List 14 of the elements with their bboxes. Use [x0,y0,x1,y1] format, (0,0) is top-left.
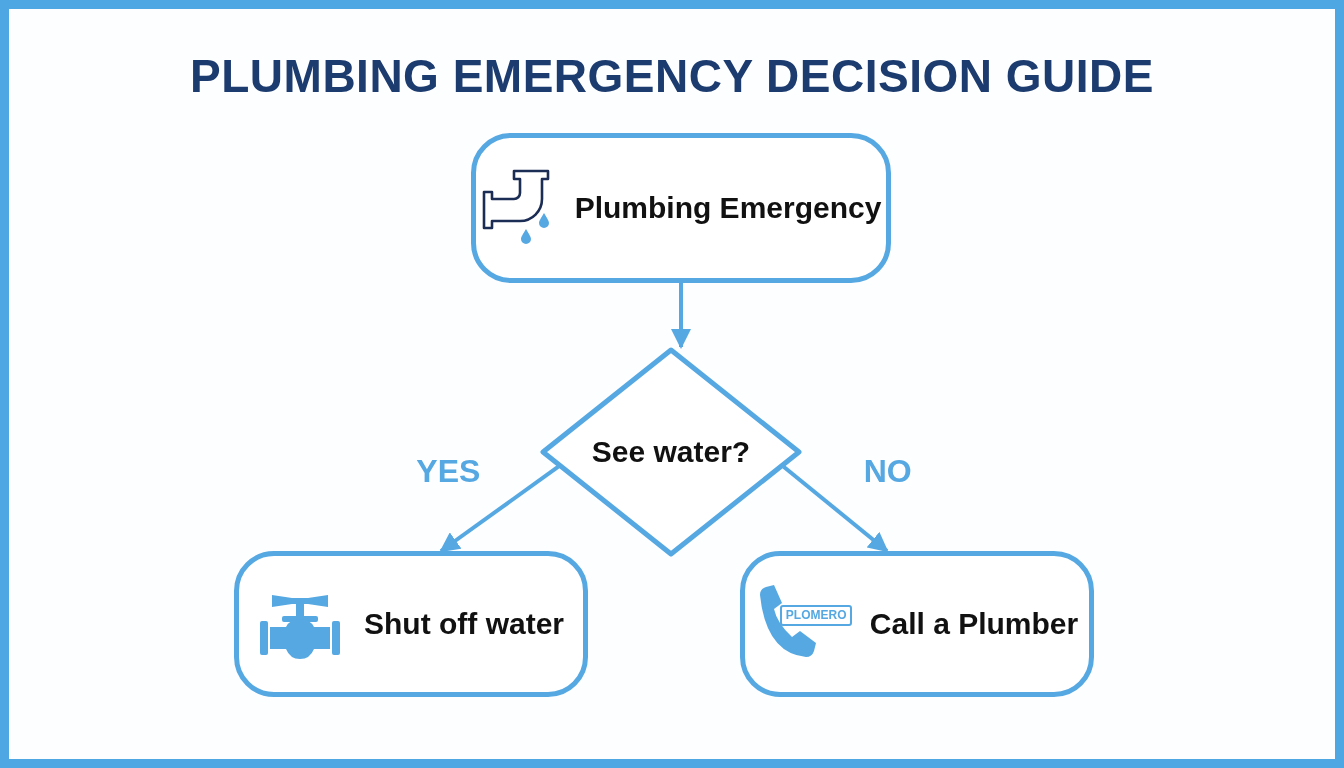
node-label: Call a Plumber [869,607,1079,641]
arrow [782,465,889,553]
process-box [740,551,1094,697]
process-box [234,551,588,697]
edge-label: YES [416,452,481,490]
node-label: Shut off water [364,607,564,641]
arrow [439,465,560,553]
node-label: See water? [591,435,751,469]
arrow [671,283,691,349]
edge-label: NO [863,452,912,490]
process-box [471,133,891,283]
speech-bubble: PLOMERO [779,605,853,626]
node-label: Plumbing Emergency [574,191,882,225]
diagram-title: PLUMBING EMERGENCY DECISION GUIDE [189,49,1155,103]
